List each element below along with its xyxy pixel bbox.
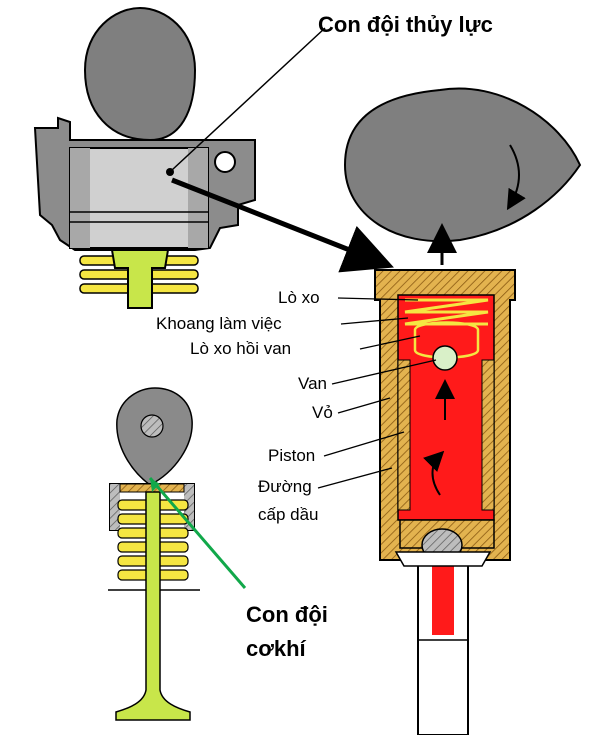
lifter-body-top	[69, 147, 209, 249]
mechanical-lifter-label-line2: cơkhí	[246, 636, 307, 661]
working-spring	[404, 298, 489, 326]
valve-stem-top	[110, 249, 170, 309]
oil-port	[214, 151, 236, 173]
label-valve-return-spring: Lò xo hồi van	[190, 339, 291, 358]
label-piston: Piston	[268, 446, 315, 465]
hydraulic-lifter-label: Con đội thủy lực	[318, 12, 493, 37]
label-working-chamber: Khoang làm việc	[156, 314, 282, 333]
cam-lobe-detail	[343, 87, 582, 243]
piston-left-wall	[397, 359, 411, 511]
piston-right-wall	[481, 359, 495, 511]
push-rod	[417, 539, 469, 735]
label-spring: Lò xo	[278, 288, 320, 307]
rotation-arrow	[506, 144, 526, 211]
mechanical-lifter-pointer	[148, 477, 247, 589]
hydraulic-lifter-detail	[343, 87, 582, 735]
mechanical-lifter-label-line1: Con đội	[246, 602, 328, 627]
oil-flow-arrow-2	[423, 450, 445, 496]
top-left-assembly	[33, 6, 256, 309]
label-oil-supply-line2: cấp dầu	[258, 505, 319, 524]
label-oil-supply-line1: Đường	[258, 477, 312, 496]
label-housing: Vỏ	[312, 403, 333, 422]
mechanical-valve	[115, 491, 191, 721]
detail-labels: Lò xo Khoang làm việc Lò xo hồi van Van …	[156, 288, 437, 524]
mechanical-lifter-assembly	[108, 387, 200, 721]
cam-lobe-top	[83, 6, 197, 142]
hydraulic-lifter-leader	[171, 27, 326, 171]
zoom-arrow	[171, 177, 394, 273]
check-valve-ball	[432, 345, 458, 371]
label-valve: Van	[298, 374, 327, 393]
